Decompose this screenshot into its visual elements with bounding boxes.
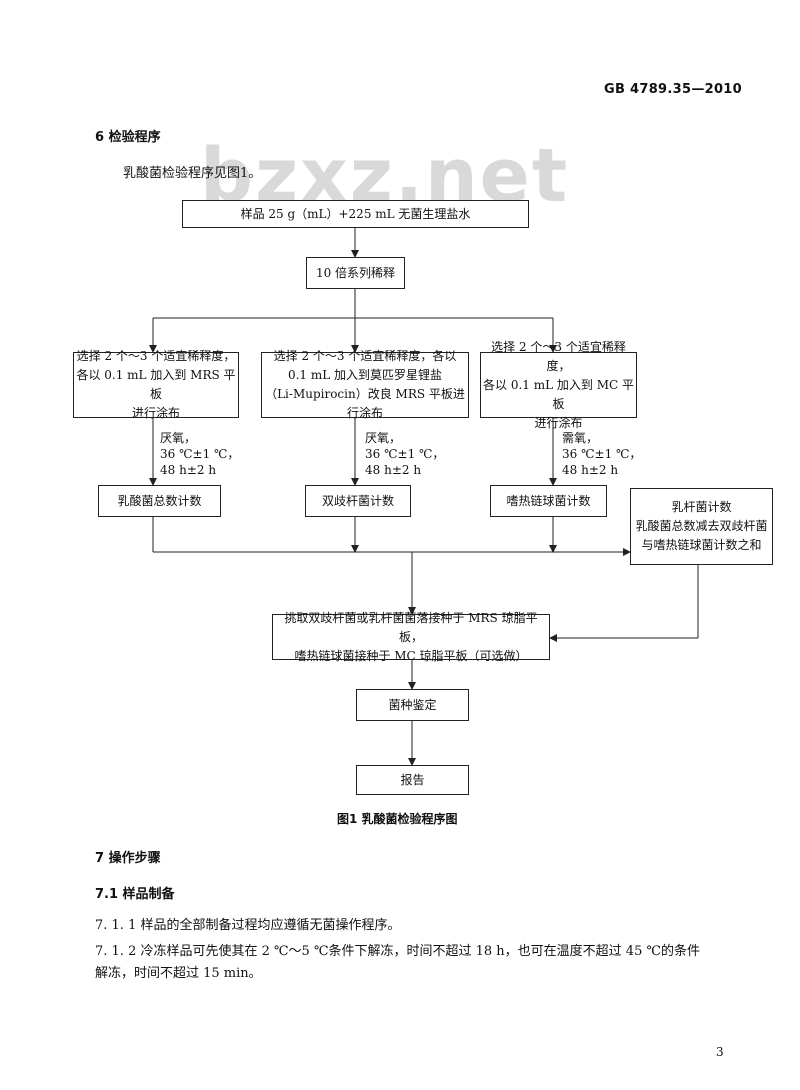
mrs-plate-line: 选择 2 个～3 个适宜稀释度， <box>76 349 236 363</box>
lacto-count-line: 与嗜热链球菌计数之和 <box>641 538 762 552</box>
dilution-box: 10 倍系列稀释 <box>306 257 405 289</box>
section-6-heading: 6 检验程序 <box>95 130 161 145</box>
li-mupirocin-line: 0.1 mL 加入到莫匹罗星锂盐 <box>287 368 443 382</box>
total-count-box: 乳酸菌总数计数 <box>98 485 221 517</box>
standard-code: GB 4789.35—2010 <box>604 82 742 97</box>
condition-line: 需氧， <box>562 431 599 445</box>
identification-box: 菌种鉴定 <box>356 689 469 721</box>
lacto-count-box: 乳杆菌计数 乳酸菌总数减去双歧杆菌 与嗜热链球菌计数之和 <box>630 488 773 565</box>
mrs-plate-line: 进行涂布 <box>131 406 180 420</box>
page-number: 3 <box>716 1045 724 1059</box>
strep-count-box: 嗜热链球菌计数 <box>490 485 607 517</box>
condition-line: 36 ℃±1 ℃， <box>562 447 642 461</box>
sample-prep-box: 样品 25 g（mL）+225 mL 无菌生理盐水 <box>182 200 529 228</box>
mc-plate-line: 进行涂布 <box>534 415 583 430</box>
li-mupirocin-line: 选择 2 个～3 个适宜稀释度，各以 <box>273 349 457 363</box>
incubation-condition-3: 需氧， 36 ℃±1 ℃， 48 h±2 h <box>562 430 641 478</box>
li-mupirocin-line: （Li-Mupirocin）改良 MRS 平板进行涂布 <box>265 387 465 420</box>
lacto-count-line: 乳酸菌总数减去双歧杆菌 <box>635 519 768 533</box>
mc-plate-line: 各以 0.1 mL 加入到 MC 平板 <box>483 377 634 411</box>
li-mupirocin-plate-box: 选择 2 个～3 个适宜稀释度，各以 0.1 mL 加入到莫匹罗星锂盐 （Li-… <box>261 349 469 420</box>
condition-line: 厌氧， <box>160 431 197 445</box>
condition-line: 48 h±2 h <box>160 463 217 477</box>
section-6-intro: 乳酸菌检验程序见图1。 <box>123 166 262 181</box>
mc-plate-line: 选择 2 个～3 个适宜稀释度， <box>491 339 626 373</box>
condition-line: 厌氧， <box>365 431 402 445</box>
figure-caption: 图1 乳酸菌检验程序图 <box>337 812 458 826</box>
condition-line: 48 h±2 h <box>365 463 422 477</box>
mrs-plate-line: 各以 0.1 mL 加入到 MRS 平板 <box>76 368 236 401</box>
bifido-count-box: 双歧杆菌计数 <box>305 485 411 517</box>
clause-7-1-2-line-1: 7. 1. 2 冷冻样品可先使其在 2 ℃～5 ℃条件下解冻，时间不超过 18 … <box>95 944 701 959</box>
condition-line: 36 ℃±1 ℃， <box>160 447 240 461</box>
lacto-count-line: 乳杆菌计数 <box>671 500 732 514</box>
section-7-1-heading: 7.1 样品制备 <box>95 887 175 902</box>
mrs-plate-box: 选择 2 个～3 个适宜稀释度， 各以 0.1 mL 加入到 MRS 平板 进行… <box>73 349 239 420</box>
colony-pick-line: 嗜热链球菌接种于 MC 琼脂平板（可选做） <box>294 648 528 663</box>
colony-pick-line: 挑取双歧杆菌或乳杆菌菌落接种于 MRS 琼脂平板， <box>284 610 538 644</box>
clause-7-1-2-line-2: 解冻，时间不超过 15 min。 <box>95 966 262 981</box>
clause-7-1-1: 7. 1. 1 样品的全部制备过程均应遵循无菌操作程序。 <box>95 918 401 933</box>
mc-plate-box: 选择 2 个～3 个适宜稀释度， 各以 0.1 mL 加入到 MC 平板 进行涂… <box>480 340 637 430</box>
colony-pick-box: 挑取双歧杆菌或乳杆菌菌落接种于 MRS 琼脂平板， 嗜热链球菌接种于 MC 琼脂… <box>272 611 550 663</box>
condition-line: 48 h±2 h <box>562 463 619 477</box>
section-7-heading: 7 操作步骤 <box>95 851 161 866</box>
incubation-condition-2: 厌氧， 36 ℃±1 ℃， 48 h±2 h <box>365 430 444 478</box>
incubation-condition-1: 厌氧， 36 ℃±1 ℃， 48 h±2 h <box>160 430 239 478</box>
report-box: 报告 <box>356 765 469 795</box>
condition-line: 36 ℃±1 ℃， <box>365 447 445 461</box>
